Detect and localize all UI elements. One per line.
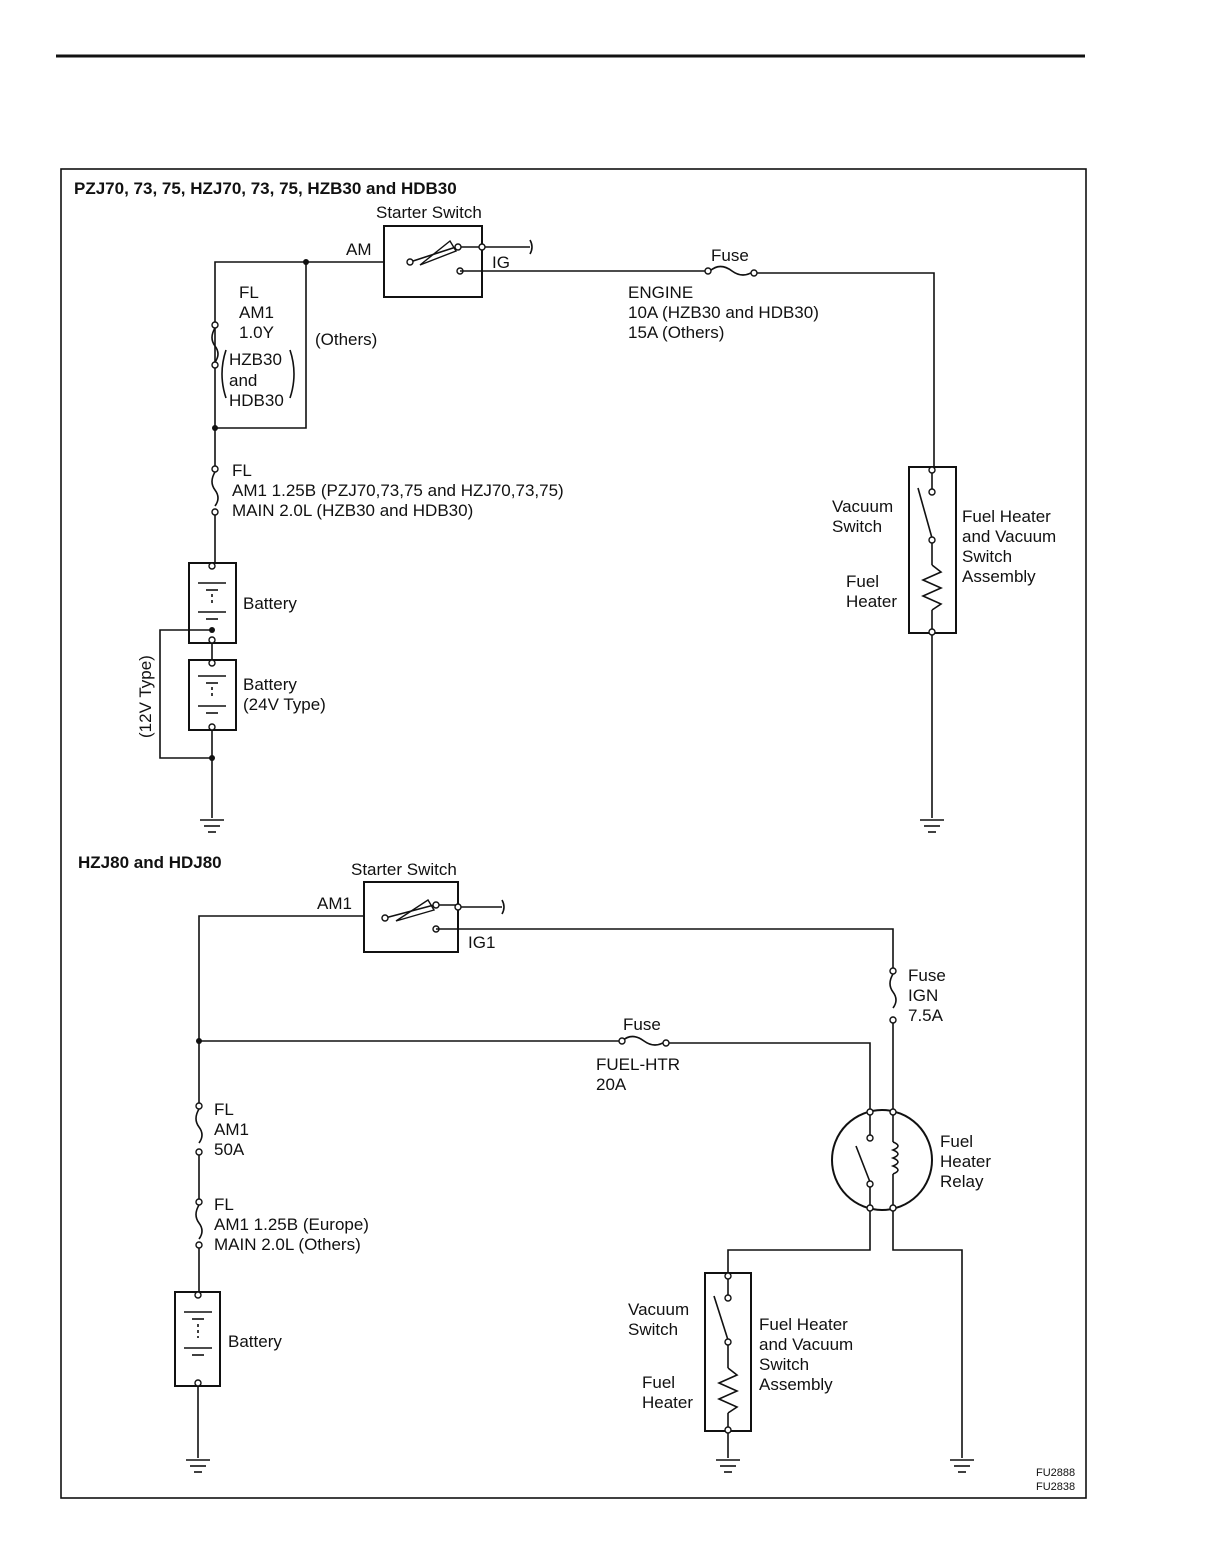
bottom-ground-left	[186, 1459, 210, 1473]
bottom-assembly-line-4: Assembly	[759, 1375, 833, 1394]
top-starter-switch	[383, 225, 483, 298]
top-fl-main-link	[211, 465, 219, 516]
bottom-fl-main-line-1: FL	[214, 1195, 234, 1214]
top-circuit: PZJ70, 73, 75, HZJ70, 73, 75, HZB30 and …	[74, 179, 1056, 833]
top-fl-small-line-1: FL	[239, 283, 259, 302]
bottom-starter-switch-title: Starter Switch	[351, 860, 457, 879]
bottom-heading: HZJ80 and HDJ80	[78, 853, 222, 872]
bottom-ground-assembly	[716, 1459, 740, 1473]
bottom-relay-line-1: Fuel	[940, 1132, 973, 1151]
top-engine-fuse-line-2: 10A (HZB30 and HDB30)	[628, 303, 819, 322]
bottom-fuel-heater-line-1: Fuel	[642, 1373, 675, 1392]
top-battery-symbol	[188, 562, 237, 644]
top-engine-fuse-line-3: 15A (Others)	[628, 323, 724, 342]
top-switch-contact	[406, 239, 533, 275]
top-battery-24v-symbol	[188, 659, 237, 731]
bottom-ig1-label: IG1	[468, 933, 495, 952]
bottom-ground-right	[950, 1459, 974, 1473]
bottom-ig1-wire	[436, 928, 894, 968]
figure-code-1: FU2888	[1036, 1467, 1075, 1479]
top-am-wire	[214, 261, 384, 430]
top-fuel-heater-line-2: Heater	[846, 592, 897, 611]
top-vacuum-switch-line-1: Vacuum	[832, 497, 893, 516]
top-fl-main-line-2: AM1 1.25B (PZJ70,73,75 and HZJ70,73,75)	[232, 481, 564, 500]
bottom-vacuum-switch-line-1: Vacuum	[628, 1300, 689, 1319]
top-assembly-line-2: and Vacuum	[962, 527, 1056, 546]
top-battery-24v-line-2: (24V Type)	[243, 695, 326, 714]
bottom-battery-label: Battery	[228, 1332, 282, 1351]
top-fl-main-line-3: MAIN 2.0L (HZB30 and HDB30)	[232, 501, 473, 520]
bottom-fl-am1-line-2: AM1	[214, 1120, 249, 1139]
bottom-circuit: HZJ80 and HDJ80 Starter Switch AM1 IG1	[78, 853, 991, 1473]
bottom-fuel-heater-symbol	[717, 1345, 739, 1434]
diagram-frame	[60, 168, 1087, 1499]
top-engine-fuse	[704, 265, 758, 277]
figure-code-2: FU2838	[1036, 1481, 1075, 1493]
bottom-relay-line-3: Relay	[940, 1172, 984, 1191]
top-fuse-label: Fuse	[711, 246, 749, 265]
bottom-fl-main-line-3: MAIN 2.0L (Others)	[214, 1235, 361, 1254]
top-assembly-line-1: Fuel Heater	[962, 507, 1051, 526]
bottom-fl-am1-line-1: FL	[214, 1100, 234, 1119]
bottom-fl-main-link	[195, 1198, 203, 1249]
bottom-relay-line-2: Heater	[940, 1152, 991, 1171]
top-fl-main-line-1: FL	[232, 461, 252, 480]
bottom-fuel-heater-relay	[831, 1109, 933, 1211]
bottom-vacuum-switch-symbol	[713, 1272, 732, 1346]
top-ig-wire	[460, 270, 935, 466]
bottom-switch-contact	[381, 899, 505, 933]
bottom-fuel-htr-wire	[199, 1040, 871, 1110]
bottom-fuel-htr-fuse-rating: 20A	[596, 1075, 627, 1094]
bottom-am1-wire	[198, 915, 364, 1103]
bottom-battery-symbol	[174, 1291, 221, 1387]
top-vacuum-switch-symbol	[917, 466, 936, 544]
top-fuel-heater-line-1: Fuel	[846, 572, 879, 591]
top-vacuum-switch-line-2: Switch	[832, 517, 882, 536]
top-heading: PZJ70, 73, 75, HZJ70, 73, 75, HZB30 and …	[74, 179, 457, 198]
bottom-assembly-line-3: Switch	[759, 1355, 809, 1374]
bottom-fl-am1-link	[195, 1102, 203, 1156]
bottom-fuel-htr-fuse-name: FUEL-HTR	[596, 1055, 680, 1074]
bottom-ign-fuse-line-1: Fuse	[908, 966, 946, 985]
bottom-assembly-line-2: and Vacuum	[759, 1335, 853, 1354]
top-ground-left	[200, 819, 224, 833]
bottom-fuel-htr-fuse-title: Fuse	[623, 1015, 661, 1034]
top-fl-small-model-3: HDB30	[229, 391, 284, 410]
bottom-starter-switch	[363, 881, 459, 953]
bottom-assembly-line-1: Fuel Heater	[759, 1315, 848, 1334]
top-fl-small-line-2: AM1	[239, 303, 274, 322]
top-ground-right	[920, 819, 944, 833]
bottom-vacuum-switch-line-2: Switch	[628, 1320, 678, 1339]
top-fl-small-model-1: HZB30	[229, 350, 282, 369]
top-fl-small-line-3: 1.0Y	[239, 323, 274, 342]
top-12v-bypass	[159, 629, 212, 759]
bottom-ign-fuse-line-2: IGN	[908, 986, 938, 1005]
bottom-fuel-htr-fuse	[618, 1035, 670, 1047]
top-12v-type-label: (12V Type)	[136, 655, 155, 738]
bottom-ign-fuse-line-3: 7.5A	[908, 1006, 944, 1025]
top-starter-switch-title: Starter Switch	[376, 203, 482, 222]
top-ig-label: IG	[492, 253, 510, 272]
top-fl-small-link	[211, 321, 219, 369]
top-others-label: (Others)	[315, 330, 377, 349]
bottom-ign-fuse	[889, 967, 897, 1024]
top-engine-fuse-line-1: ENGINE	[628, 283, 693, 302]
bottom-fl-am1-line-3: 50A	[214, 1140, 245, 1159]
top-assembly-line-4: Assembly	[962, 567, 1036, 586]
top-fl-small-model-2: and	[229, 371, 257, 390]
bottom-am1-label: AM1	[317, 894, 352, 913]
top-assembly-line-3: Switch	[962, 547, 1012, 566]
top-fl-branch	[215, 262, 307, 429]
top-battery-label: Battery	[243, 594, 297, 613]
top-am-label: AM	[346, 240, 372, 259]
bottom-relay-internals	[855, 1108, 899, 1212]
bottom-fl-main-line-2: AM1 1.25B (Europe)	[214, 1215, 369, 1234]
bottom-fuel-heater-line-2: Heater	[642, 1393, 693, 1412]
top-fuel-heater-symbol	[921, 543, 943, 636]
top-battery-24v-line-1: Battery	[243, 675, 297, 694]
